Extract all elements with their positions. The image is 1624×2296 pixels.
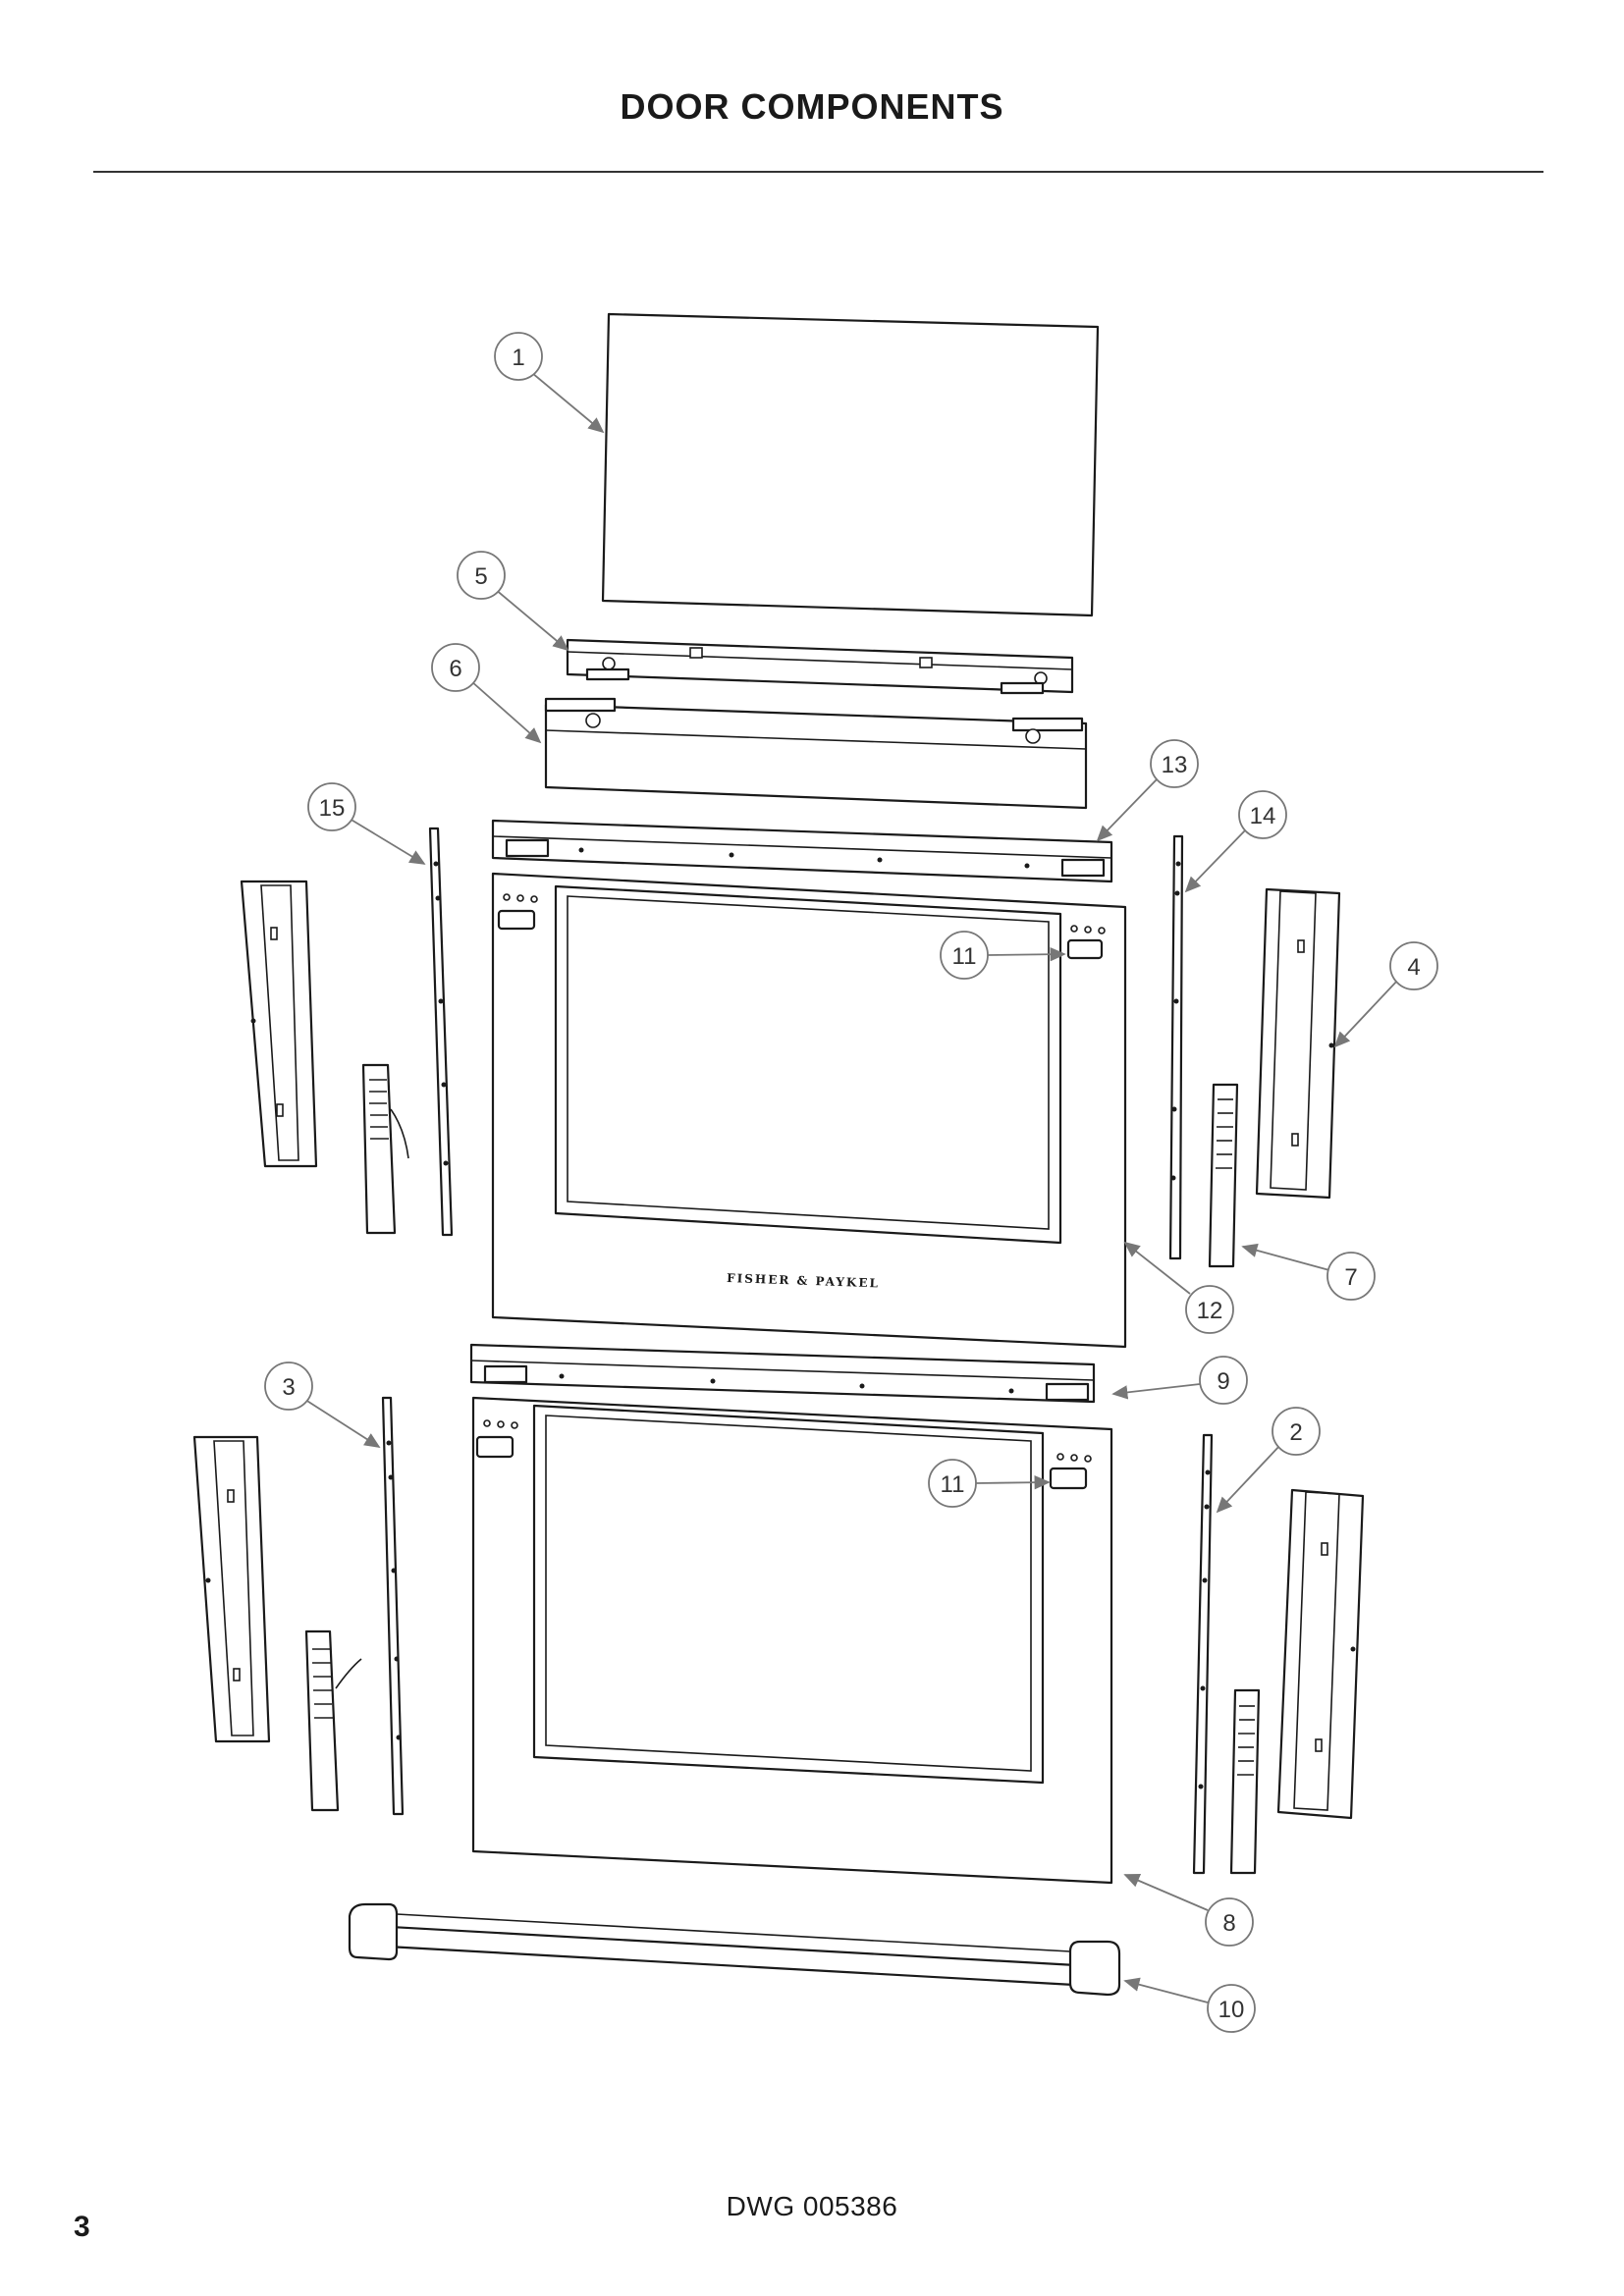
page-title: DOOR COMPONENTS xyxy=(620,86,1004,127)
upper-left-hinge xyxy=(361,1063,409,1235)
lower-right-hinge xyxy=(1229,1688,1261,1875)
page-number: 3 xyxy=(74,2211,90,2243)
svg-text:4: 4 xyxy=(1407,954,1420,981)
svg-text:8: 8 xyxy=(1222,1910,1235,1937)
door-handle xyxy=(348,1902,1121,1997)
lower-glass-bracket xyxy=(544,697,1088,810)
svg-text:14: 14 xyxy=(1250,803,1276,829)
svg-text:7: 7 xyxy=(1344,1264,1357,1291)
callout-3: 3 xyxy=(264,1362,381,1448)
svg-text:13: 13 xyxy=(1162,752,1188,778)
lower-left-hinge-channel xyxy=(192,1435,271,1743)
title-divider xyxy=(93,171,1543,173)
callout-14: 14 xyxy=(1184,790,1287,893)
upper-right-seal-strip xyxy=(1168,834,1184,1260)
svg-text:9: 9 xyxy=(1217,1368,1229,1395)
svg-text:15: 15 xyxy=(319,795,346,822)
svg-text:5: 5 xyxy=(474,563,487,590)
lower-door-top-trim xyxy=(469,1343,1096,1404)
svg-text:1: 1 xyxy=(512,345,524,371)
lower-left-seal-strip xyxy=(381,1396,405,1816)
callout-4: 4 xyxy=(1333,941,1438,1048)
callout-6: 6 xyxy=(431,643,542,744)
svg-text:6: 6 xyxy=(449,656,461,682)
lower-right-hinge-channel xyxy=(1276,1488,1365,1820)
callout-2: 2 xyxy=(1216,1407,1321,1514)
svg-text:3: 3 xyxy=(282,1374,295,1401)
svg-text:11: 11 xyxy=(941,1471,965,1498)
callout-10: 10 xyxy=(1123,1977,1256,2033)
callout-1: 1 xyxy=(494,332,605,434)
upper-right-hinge-channel xyxy=(1255,887,1341,1200)
upper-right-hinge xyxy=(1208,1083,1239,1268)
callout-15: 15 xyxy=(307,782,426,865)
lower-right-seal-strip xyxy=(1192,1433,1214,1875)
svg-text:12: 12 xyxy=(1197,1298,1223,1324)
svg-text:11: 11 xyxy=(952,943,977,970)
svg-text:10: 10 xyxy=(1218,1997,1245,2023)
callout-9: 9 xyxy=(1111,1356,1248,1405)
callout-5: 5 xyxy=(457,551,569,652)
upper-door-top-trim xyxy=(491,819,1113,883)
brand-logo: FISHER & PAYKEL xyxy=(727,1271,880,1290)
inner-glass-panel xyxy=(601,312,1100,617)
callout-8: 8 xyxy=(1123,1874,1254,1947)
lower-outer-door xyxy=(471,1396,1113,1885)
callout-7: 7 xyxy=(1241,1243,1376,1301)
callout-11-upper: 11 xyxy=(940,931,1066,980)
top-glass-bracket xyxy=(566,638,1074,695)
callout-13: 13 xyxy=(1096,739,1199,842)
svg-text:2: 2 xyxy=(1289,1419,1302,1446)
upper-left-seal-strip xyxy=(428,827,454,1237)
callout-11-lower: 11 xyxy=(928,1459,1051,1508)
callout-12: 12 xyxy=(1123,1241,1234,1334)
upper-outer-door: FISHER & PAYKEL xyxy=(491,872,1127,1349)
upper-left-hinge-channel xyxy=(240,880,318,1168)
lower-left-hinge xyxy=(304,1629,362,1812)
drawing-number: DWG 005386 xyxy=(726,2191,898,2221)
